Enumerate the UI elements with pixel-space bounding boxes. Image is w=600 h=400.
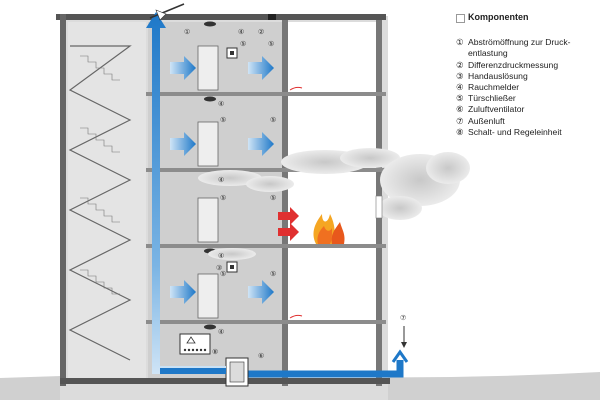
staircase-shaft bbox=[68, 22, 146, 382]
legend-item-4: ④ Rauchmelder bbox=[456, 82, 520, 93]
room-column bbox=[286, 22, 378, 382]
marker-3: ③ bbox=[216, 264, 222, 272]
marker-6: ⑥ bbox=[258, 352, 264, 360]
marker-5: ⑤ bbox=[268, 40, 274, 48]
roof bbox=[56, 14, 386, 20]
legend-item-3: ③ Handauslösung bbox=[456, 70, 528, 81]
lobby-air-arrows bbox=[170, 56, 274, 304]
legend-item-7: ⑦ Außenluft bbox=[456, 115, 505, 126]
fire-icon bbox=[313, 214, 345, 244]
marker-4: ④ bbox=[218, 252, 224, 260]
legend-title: Komponenten bbox=[456, 12, 600, 23]
marker-5: ⑤ bbox=[220, 194, 226, 202]
supply-shaft-arrow bbox=[146, 12, 226, 374]
relief-opening bbox=[149, 3, 185, 19]
marker-4: ④ bbox=[238, 28, 244, 36]
legend-item-8: ⑧ Schalt- und Regeleinheit bbox=[456, 126, 562, 137]
legend-item-1: ① Abströmöffnung zur Druck-entlastung bbox=[456, 37, 571, 59]
floor-slabs bbox=[60, 92, 390, 384]
marker-1: ① bbox=[184, 28, 190, 36]
marker-5: ⑤ bbox=[220, 270, 226, 278]
lobby-doors bbox=[197, 45, 219, 319]
marker-5: ⑤ bbox=[270, 194, 276, 202]
marker-5: ⑤ bbox=[240, 40, 246, 48]
staircase bbox=[68, 45, 132, 361]
marker-5: ⑤ bbox=[220, 116, 226, 124]
marker-4: ④ bbox=[218, 176, 224, 184]
legend-item-6: ⑥ Zuluftventilator bbox=[456, 104, 525, 115]
outdoor-air-inlet bbox=[391, 349, 409, 363]
marker-5: ⑤ bbox=[270, 116, 276, 124]
manual-triggers bbox=[226, 47, 238, 273]
legend-item-2: ② Differenzdruckmessung bbox=[456, 59, 559, 70]
markers: ① ② ④ ⑤ ⑤ ④ ⑤ ⑤ ④ ⑤ ⑤ ④ ③ ⑤ ⑤ ④ ⑧ ⑥ ⑦ bbox=[184, 28, 406, 360]
legend: Komponenten ① Abströmöffnung zur Druck-e… bbox=[456, 12, 600, 138]
supply-fan bbox=[225, 357, 249, 387]
outer-wall-left bbox=[60, 14, 66, 386]
legend-item-5: ⑤ Türschließer bbox=[456, 93, 516, 104]
marker-4: ④ bbox=[218, 100, 224, 108]
fire-floor-arrows bbox=[278, 207, 299, 241]
stair-steps bbox=[80, 55, 120, 295]
control-unit bbox=[179, 333, 211, 355]
legend-box-icon bbox=[456, 14, 465, 23]
marker-8: ⑧ bbox=[212, 348, 218, 356]
marker-4: ④ bbox=[218, 328, 224, 336]
marker-7: ⑦ bbox=[400, 314, 406, 322]
air-duct bbox=[244, 360, 404, 378]
inner-wall bbox=[282, 20, 288, 386]
marker-5: ⑤ bbox=[270, 270, 276, 278]
marker-2: ② bbox=[258, 28, 264, 36]
smoke-cloud bbox=[198, 148, 470, 260]
